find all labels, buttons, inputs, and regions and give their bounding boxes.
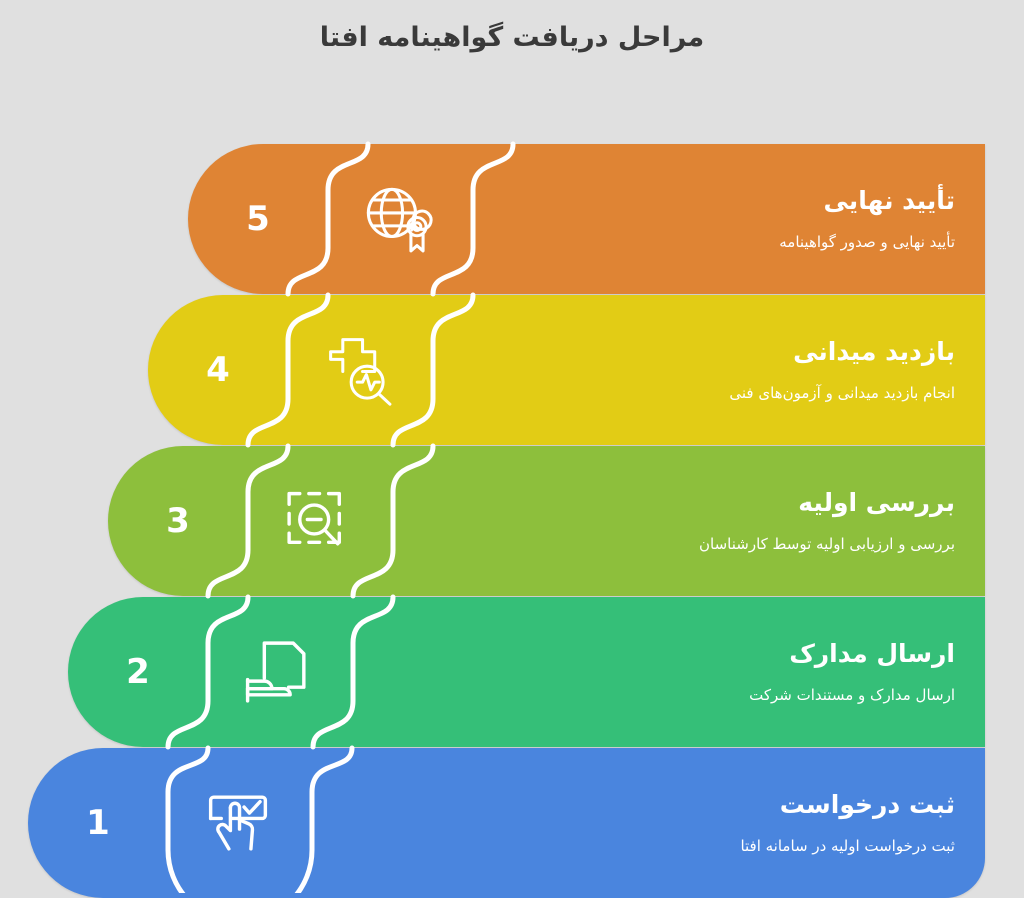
step-text-block: ثبت درخواست ثبت درخواست اولیه در سامانه ا… <box>313 748 985 898</box>
step-description: ارسال مدارک و مستندات شرکت <box>749 686 955 705</box>
step-number: 4 <box>206 350 230 390</box>
scan-magnifier-icon <box>248 446 388 596</box>
document-hand-icon <box>208 597 348 747</box>
cross-pulse-search-icon <box>288 295 428 445</box>
step-row[interactable]: 4 بازدید میدانی انجام بازدید میدانی و آزم… <box>148 295 985 445</box>
step-description: ثبت درخواست اولیه در سامانه افتا <box>740 837 955 856</box>
step-description: انجام بازدید میدانی و آزمون‌های فنی <box>729 384 955 403</box>
step-text-block: بازدید میدانی انجام بازدید میدانی و آزمون… <box>433 295 985 445</box>
step-heading: ارسال مدارک <box>789 638 955 668</box>
step-text-block: بررسی اولیه بررسی و ارزیابی اولیه توسط کا… <box>393 446 985 596</box>
step-heading: تأیید نهایی <box>823 185 955 215</box>
step-description: تأیید نهایی و صدور گواهینامه <box>779 233 955 252</box>
step-number: 2 <box>126 652 150 692</box>
page-title: مراحل دریافت گواهینامه افتا <box>319 22 705 53</box>
step-heading: ثبت درخواست <box>779 789 955 819</box>
step-number: 5 <box>246 199 270 239</box>
globe-award-icon <box>328 144 468 294</box>
step-description: بررسی و ارزیابی اولیه توسط کارشناسان <box>699 535 955 554</box>
step-row[interactable]: 3 بررسی اولیه بررسی و ارزیابی اولیه توسط … <box>108 446 985 596</box>
step-row[interactable]: 1 ثبت درخواست ثبت درخواست اولیه در سامانه… <box>28 748 985 898</box>
step-number: 1 <box>86 803 110 843</box>
step-row[interactable]: 2 ارسال مدارک ارسال مدارک و مستندات شرکت <box>68 597 985 747</box>
step-text-block: ارسال مدارک ارسال مدارک و مستندات شرکت <box>353 597 985 747</box>
step-heading: بازدید میدانی <box>793 336 955 366</box>
step-number: 3 <box>166 501 190 541</box>
hand-click-checkbox-icon <box>168 748 308 898</box>
step-row[interactable]: 5 تأیید نهایی تأیید نهایی و صدور گواهینام… <box>188 144 985 294</box>
step-text-block: تأیید نهایی تأیید نهایی و صدور گواهینامه <box>473 144 985 294</box>
step-heading: بررسی اولیه <box>798 487 955 517</box>
